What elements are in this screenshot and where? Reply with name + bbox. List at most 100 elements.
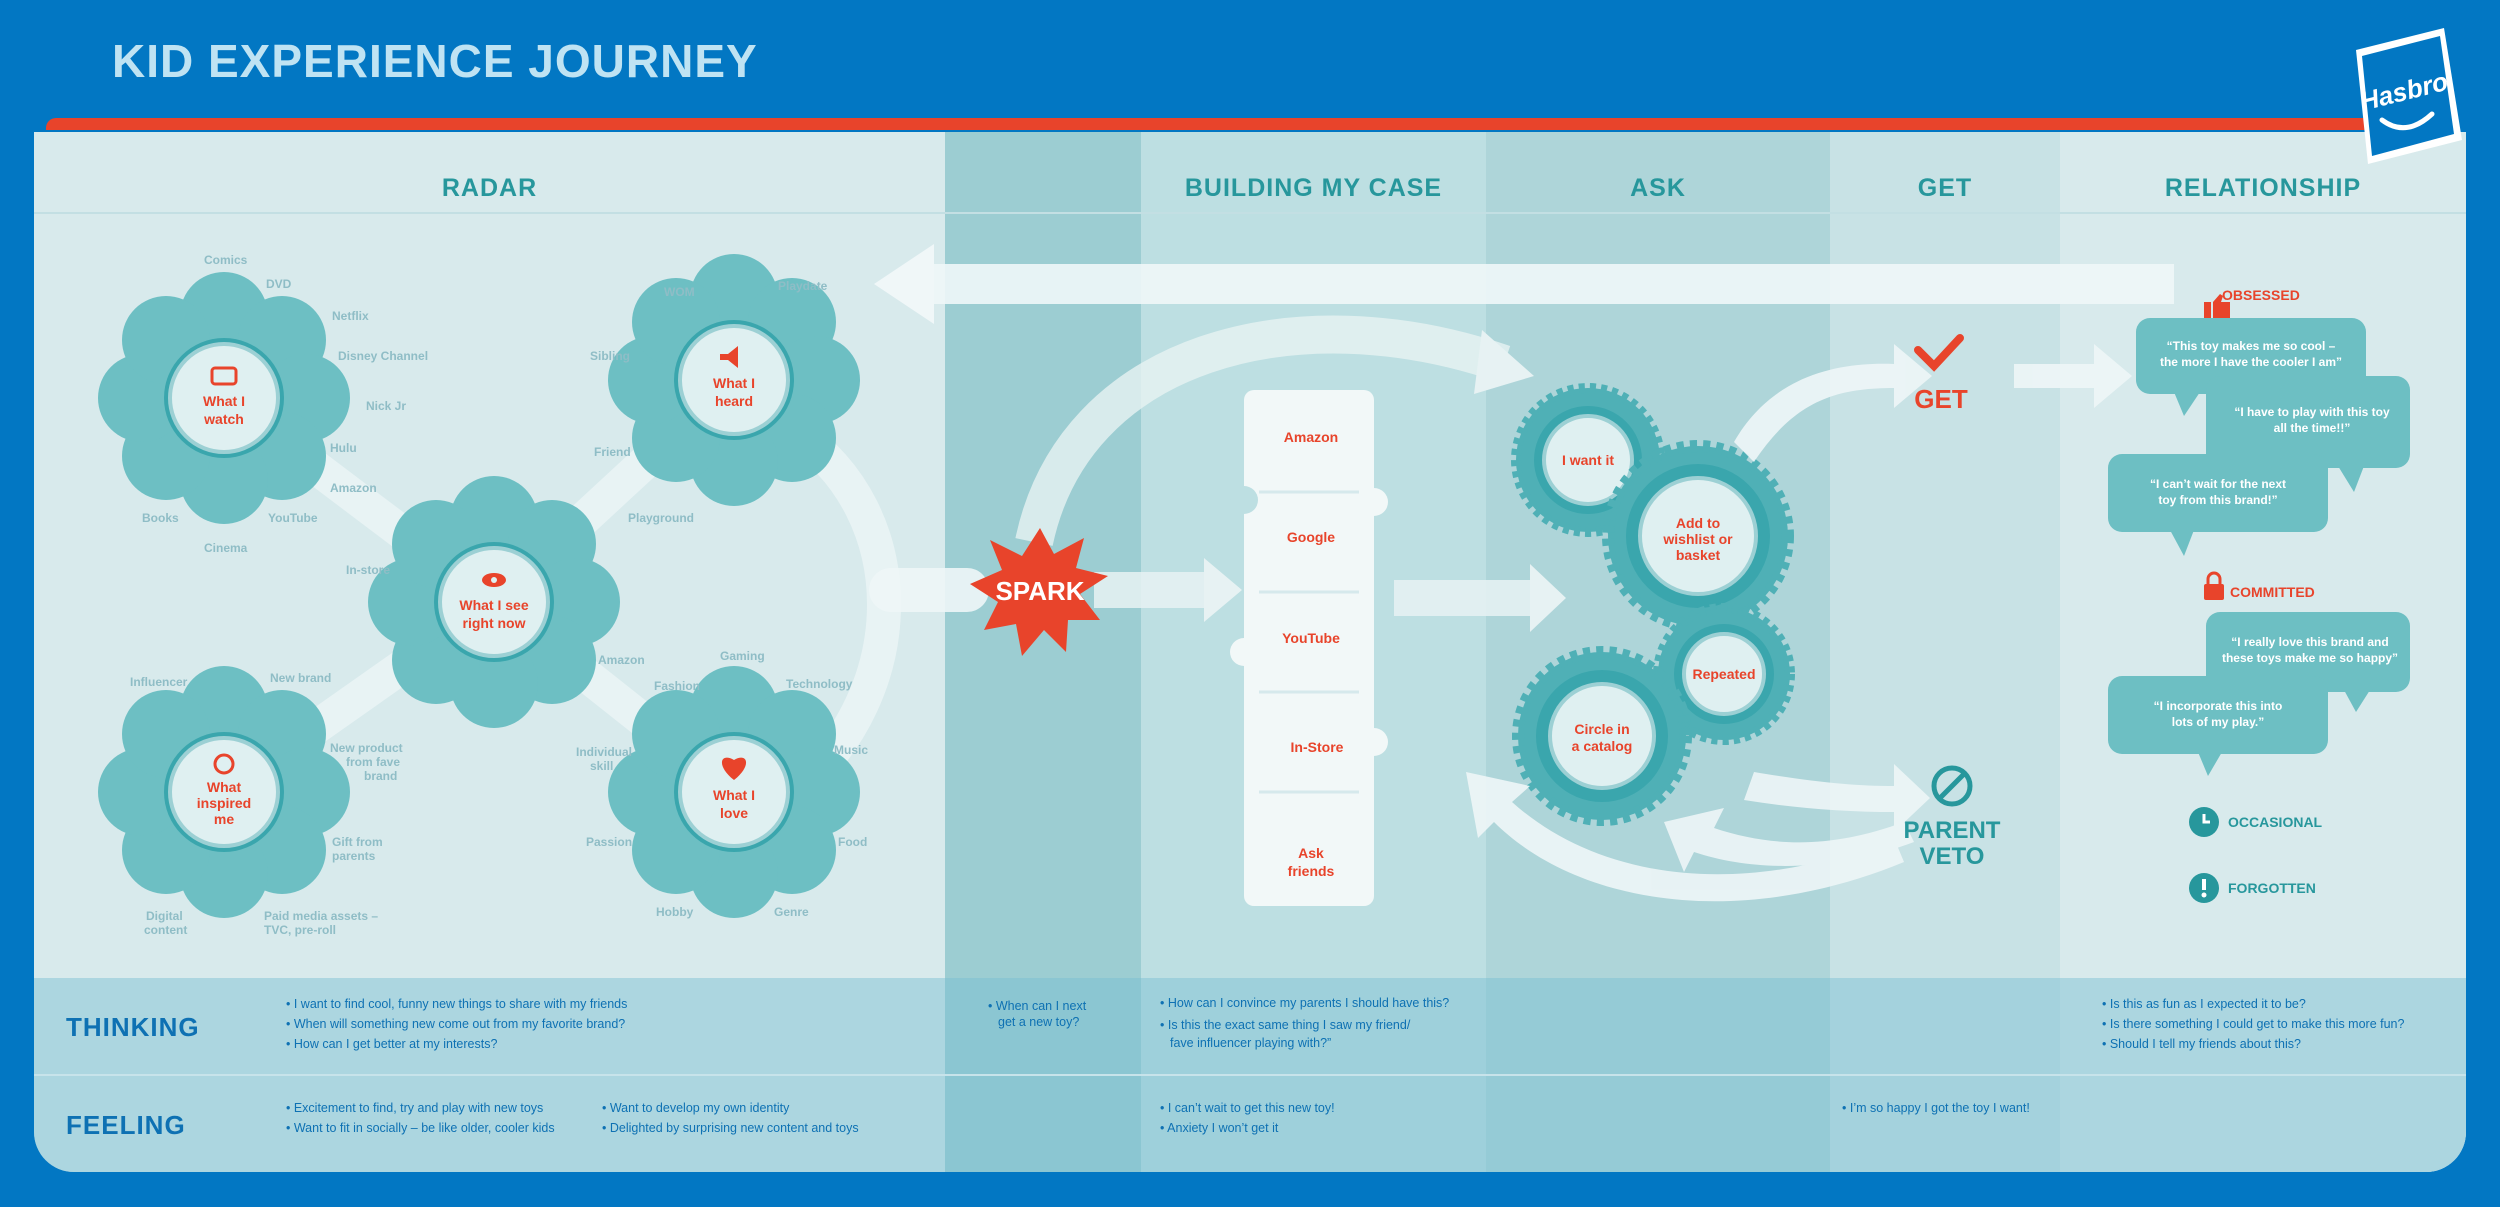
thinking-radar-3: • How can I get better at my interests? (286, 1034, 627, 1054)
occasional-label: OCCASIONAL (2228, 814, 2323, 830)
quote-4-line-2: these toys make me so happy” (2222, 651, 2398, 665)
sat-content: content (144, 923, 187, 937)
gear-add-to-wishlist: Add to wishlist or basket (1608, 446, 1788, 626)
sat-wom: WOM (664, 285, 695, 299)
thinking-radar-1: • I want to find cool, funny new things … (286, 994, 627, 1014)
sat-from-fave: from fave (346, 755, 400, 769)
sat-nick-jr: Nick Jr (366, 399, 406, 413)
feeling-radar-1: • Excitement to find, try and play with … (286, 1098, 555, 1118)
thinking-spark-2: get a new toy? (988, 1014, 1086, 1030)
sat-comics: Comics (204, 253, 248, 267)
sat-hulu: Hulu (330, 441, 357, 455)
quote-2-line-1: “I have to play with this toy (2234, 405, 2390, 419)
lock-icon (2204, 573, 2224, 600)
thinking-radar-notes: • I want to find cool, funny new things … (286, 994, 627, 1054)
feeling-label: FEELING (66, 1110, 186, 1141)
thinking-label: THINKING (66, 1012, 200, 1043)
sat-food: Food (838, 835, 867, 849)
gear-circle-in-catalog: Circle in a catalog (1518, 652, 1686, 820)
feeling-building-notes: • I can’t wait to get this new toy! • An… (1160, 1098, 1335, 1138)
quote-3-line-2: toy from this brand!” (2158, 493, 2277, 507)
thinking-radar-2: • When will something new come out from … (286, 1014, 627, 1034)
clock-icon (2189, 807, 2219, 837)
thinking-rel-2: • Is there something I could get to make… (2102, 1014, 2404, 1034)
heard-label-1: What I (713, 375, 755, 391)
sat-paid-media: Paid media assets – (264, 909, 378, 923)
spark-label: SPARK (995, 576, 1084, 606)
sat-individual: Individual (576, 745, 632, 759)
sat-in-store: In-store (346, 563, 390, 577)
sat-influencer: Influencer (130, 675, 188, 689)
thinking-building-notes: • How can I convince my parents I should… (1160, 994, 1449, 1052)
sat-skill: skill (590, 759, 613, 773)
connector-pill (869, 568, 989, 612)
relationship-block: OBSESSED “This toy makes me so cool – th… (2108, 287, 2410, 903)
sat-netflix: Netflix (332, 309, 369, 323)
thinking-relationship-notes: • Is this as fun as I expected it to be?… (2102, 994, 2404, 1054)
flower-what-i-love: What I love (608, 666, 860, 918)
puzzle-strip: Amazon Google YouTube In-Store Ask frien… (1230, 390, 1388, 906)
thinking-rel-1: • Is this as fun as I expected it to be? (2102, 994, 2404, 1014)
sat-fashion: Fashion (654, 679, 700, 693)
sat-tvc: TVC, pre-roll (264, 923, 336, 937)
feeling-radar-2: • Want to fit in socially – be like olde… (286, 1118, 555, 1138)
sat-passion: Passion (586, 835, 632, 849)
gear-repeated-label: Repeated (1692, 666, 1755, 682)
get-label: GET (1914, 384, 1968, 414)
thinking-spark-1: • When can I next (988, 998, 1086, 1014)
prohibited-icon (1934, 768, 1970, 804)
thinking-building-3: fave influencer playing with?” (1160, 1034, 1449, 1052)
sat-sibling: Sibling (590, 349, 630, 363)
gear-wishlist-1: Add to (1676, 515, 1720, 531)
quote-bubble-5: “I incorporate this into lots of my play… (2108, 676, 2328, 776)
puzzle-friends: friends (1288, 863, 1335, 879)
sat-new-product: New product (330, 741, 403, 755)
watch-label-2: watch (203, 411, 244, 427)
feeling-radar-notes-1: • Excitement to find, try and play with … (286, 1098, 555, 1138)
accent-stripe (46, 118, 2396, 130)
committed-label: COMMITTED (2230, 584, 2315, 600)
sat-youtube: YouTube (268, 511, 318, 525)
alert-icon (2189, 873, 2219, 903)
gear-catalog-2: a catalog (1572, 738, 1633, 754)
sat-amazon: Amazon (330, 481, 377, 495)
sat-digital: Digital (146, 909, 183, 923)
thinking-spark-notes: • When can I next get a new toy? (988, 998, 1086, 1030)
quote-5-line-2: lots of my play.” (2172, 715, 2264, 729)
puzzle-google: Google (1287, 529, 1335, 545)
sat-books: Books (142, 511, 179, 525)
veto-label-2: VETO (1920, 843, 1985, 870)
heard-label-2: heard (715, 393, 753, 409)
sat-friend: Friend (594, 445, 631, 459)
sat-disney-channel: Disney Channel (338, 349, 428, 363)
love-label-2: love (720, 805, 748, 821)
flower-what-inspired-me: What inspired me (98, 666, 350, 918)
gear-catalog-1: Circle in (1574, 721, 1629, 737)
sat-music: Music (834, 743, 868, 757)
hasbro-logo: Hasbro (2346, 28, 2462, 164)
quote-4-line-1: “I really love this brand and (2231, 635, 2388, 649)
inspired-label-1: What (207, 779, 242, 795)
thinking-rel-3: • Should I tell my friends about this? (2102, 1034, 2404, 1054)
sat-parents: parents (332, 849, 376, 863)
forgotten-label: FORGOTTEN (2228, 880, 2316, 896)
feeling-radar-4: • Delighted by surprising new content an… (602, 1118, 859, 1138)
sat-dvd: DVD (266, 277, 292, 291)
veto-label-1: PARENT (1904, 817, 2001, 844)
quote-3-line-1: “I can’t wait for the next (2150, 477, 2286, 491)
feeling-radar-notes-2: • Want to develop my own identity • Deli… (602, 1098, 859, 1138)
sat-brand: brand (364, 769, 397, 783)
sat-cinema: Cinema (204, 541, 248, 555)
quote-2-line-2: all the time!!” (2274, 421, 2351, 435)
watch-label-1: What I (203, 393, 245, 409)
sat-playdate: Playdate (778, 279, 828, 293)
feeling-radar-3: • Want to develop my own identity (602, 1098, 859, 1118)
journey-panel: RADAR BUILDING MY CASE ASK GET RELATIONS… (34, 132, 2466, 1172)
page-title: KID EXPERIENCE JOURNEY (112, 34, 758, 88)
feeling-building-2: • Anxiety I won’t get it (1160, 1118, 1335, 1138)
return-arrow (874, 244, 2174, 324)
seenow-label-2: right now (463, 615, 526, 631)
quote-5-line-1: “I incorporate this into (2154, 699, 2283, 713)
love-label-1: What I (713, 787, 755, 803)
puzzle-amazon: Amazon (1284, 429, 1338, 445)
